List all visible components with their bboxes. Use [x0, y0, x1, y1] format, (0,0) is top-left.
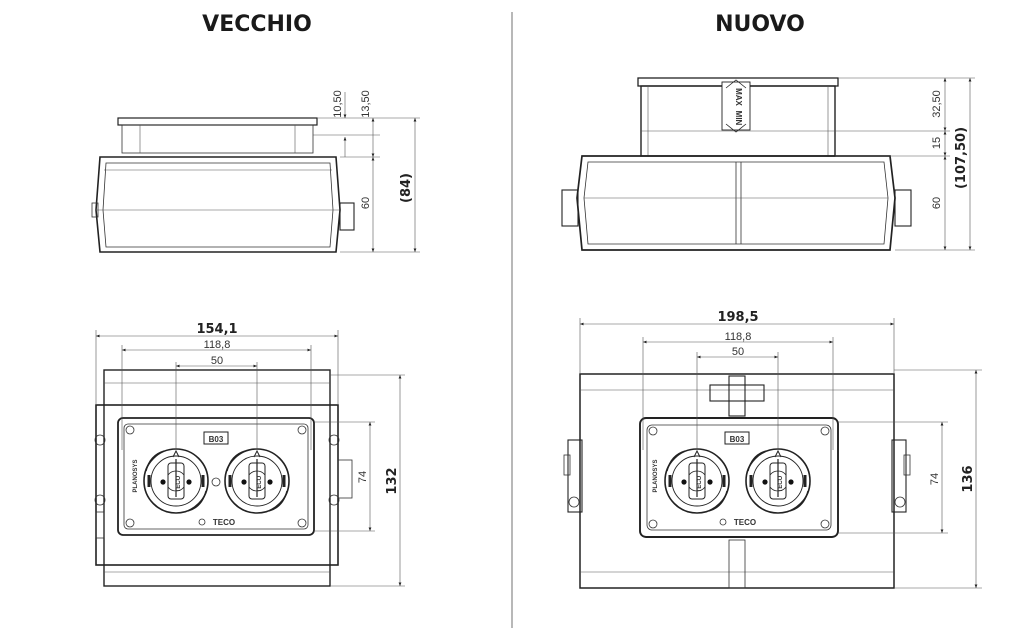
nuovo-front-view: B03 PLANOSYS TECO TECO TECO 198,5 118,8 …	[563, 310, 982, 589]
title-nuovo: NUOVO	[715, 12, 805, 37]
min-label: MIN	[734, 111, 743, 126]
dim-nuovo-60: 60	[931, 197, 943, 209]
brand-nuovo: TECO	[734, 518, 756, 527]
title-vecchio: VECCHIO	[202, 12, 312, 37]
socket-brand-nuovo-1: TECO	[697, 475, 703, 492]
label-vecchio-planosys: PLANOSYS	[133, 459, 139, 492]
dim-nuovo-50: 50	[732, 346, 744, 358]
dim-vecchio-50: 50	[211, 355, 223, 367]
max-label: MAX	[734, 88, 743, 106]
dim-vecchio-74: 74	[357, 471, 369, 483]
dim-vecchio-154-1: 154,1	[196, 322, 237, 337]
badge-vecchio: B03	[209, 435, 224, 444]
dim-nuovo-107-50: (107,50)	[954, 127, 969, 189]
vecchio-front-view: B03 PLANOSYS TECO TECO TECO 154,1 118,8 …	[94, 322, 405, 587]
brand-vecchio: TECO	[213, 518, 235, 527]
vecchio-side-view: 10,50 13,50 60 (84)	[91, 90, 420, 253]
dim-vecchio-60: 60	[360, 197, 372, 209]
badge-nuovo: B03	[730, 435, 745, 444]
socket-brand-nuovo-2: TECO	[778, 475, 784, 492]
dim-vecchio-13-50: 13,50	[360, 90, 372, 118]
socket-brand-vecchio-2: TECO	[257, 475, 263, 492]
dim-nuovo-74: 74	[929, 473, 941, 485]
dim-vecchio-84: (84)	[399, 173, 414, 203]
dim-nuovo-32-50: 32,50	[931, 90, 943, 118]
dim-nuovo-198-5: 198,5	[717, 310, 758, 325]
dim-vecchio-118-8: 118,8	[204, 339, 231, 351]
dim-nuovo-136: 136	[961, 465, 976, 492]
label-nuovo-planosys: PLANOSYS	[653, 459, 659, 492]
dim-nuovo-118-8: 118,8	[725, 331, 752, 343]
dim-nuovo-15: 15	[931, 137, 943, 149]
nuovo-side-view: MAX MIN 32,50 15 60 (107,50)	[561, 77, 975, 251]
dim-vecchio-10-50: 10,50	[332, 90, 344, 118]
dim-vecchio-132: 132	[385, 467, 400, 494]
socket-brand-vecchio-1: TECO	[176, 475, 182, 492]
